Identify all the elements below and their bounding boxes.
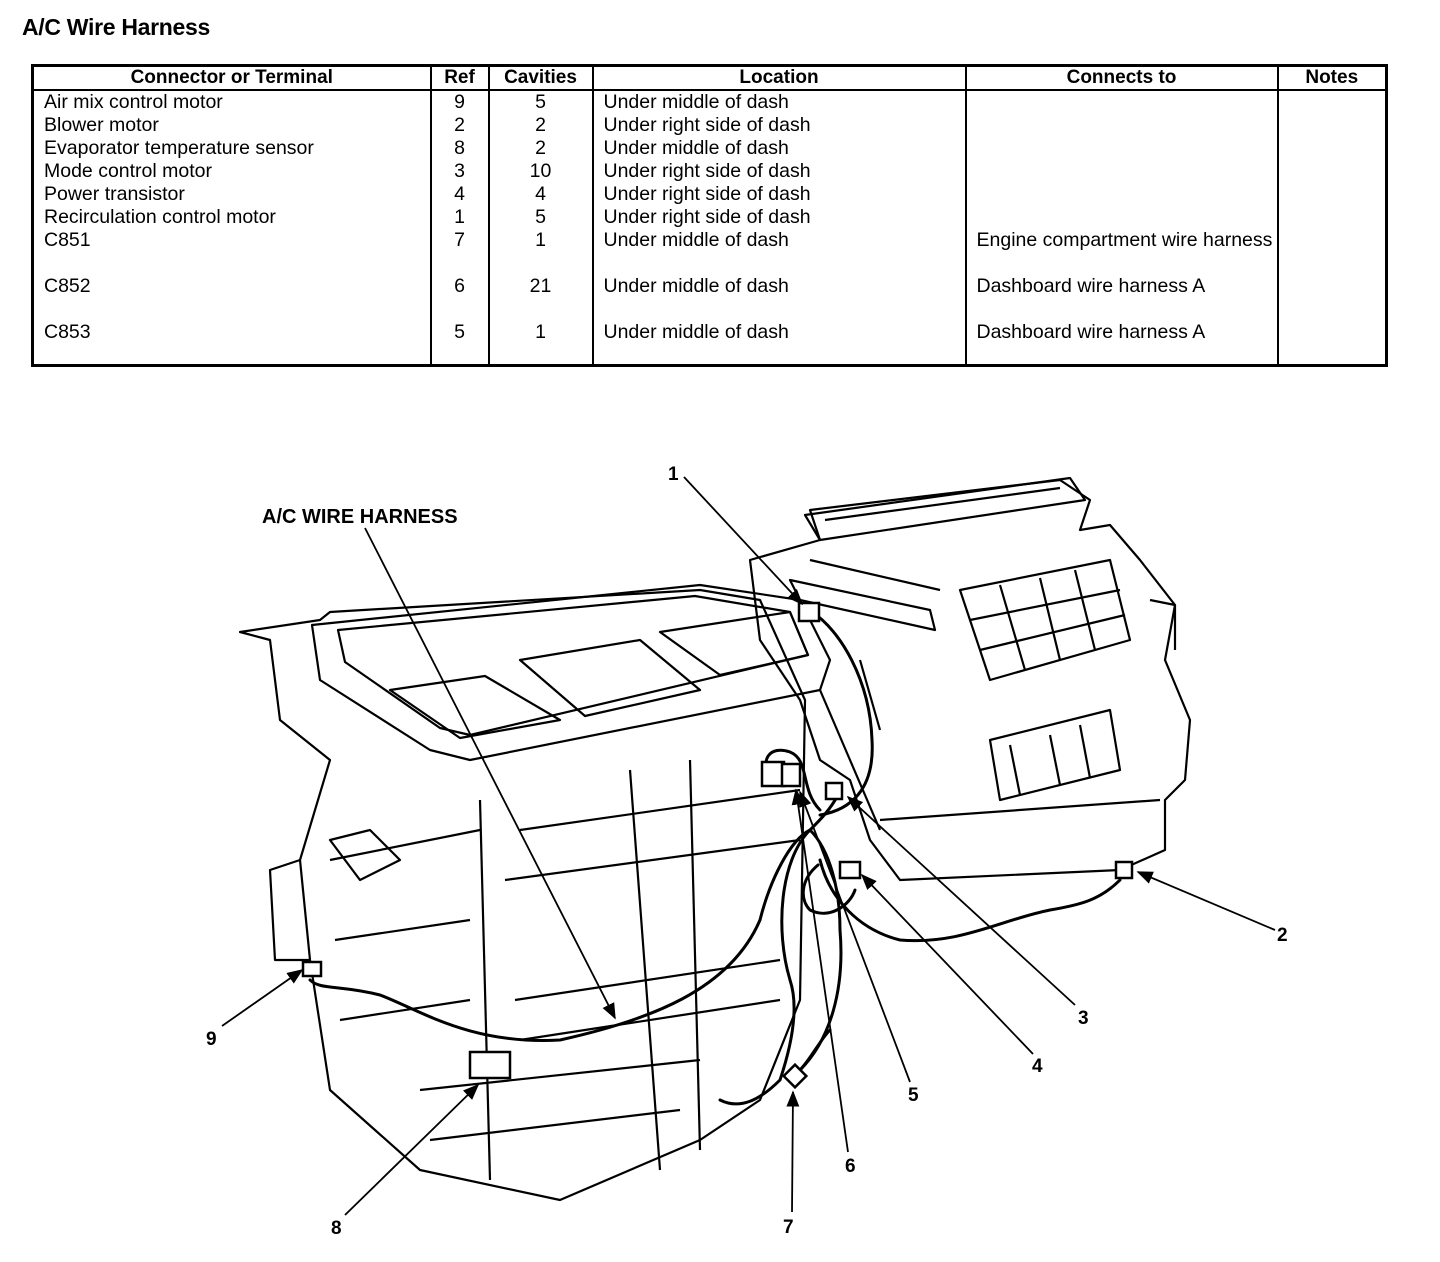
cell-connector: C852 — [31, 275, 432, 321]
cell-notes — [1276, 90, 1388, 114]
cell-location: Under right side of dash — [591, 114, 967, 137]
cell-cavities: 10 — [487, 160, 594, 183]
connector-1-icon — [797, 601, 821, 623]
cell-connects-to — [964, 160, 1279, 183]
table-row: Recirculation control motor 1 5 Under ri… — [31, 206, 1388, 229]
callout-4: 4 — [1032, 1056, 1043, 1077]
header-notes: Notes — [1276, 64, 1388, 91]
cell-connects-to — [964, 114, 1279, 137]
callout-2: 2 — [1277, 925, 1288, 946]
connector-7-icon — [781, 1062, 809, 1090]
cell-ref: 4 — [429, 183, 490, 206]
cell-location: Under right side of dash — [591, 183, 967, 206]
cell-connector: Air mix control motor — [31, 90, 432, 114]
cell-connects-to: Dashboard wire harness A — [964, 321, 1279, 366]
cell-notes — [1276, 321, 1388, 366]
cell-location: Under middle of dash — [591, 321, 967, 366]
table-row: Evaporator temperature sensor 8 2 Under … — [31, 137, 1388, 160]
cell-cavities: 21 — [487, 275, 594, 321]
cell-connector: C853 — [31, 321, 432, 366]
connector-4-icon — [838, 860, 862, 880]
cell-connector: Mode control motor — [31, 160, 432, 183]
wire-harness — [308, 610, 1122, 1106]
cell-connects-to: Engine compartment wire harness — [964, 229, 1279, 275]
connectors — [301, 601, 1134, 1090]
cell-connects-to: Dashboard wire harness A — [964, 275, 1279, 321]
table-row: C852 6 21 Under middle of dash Dashboard… — [31, 275, 1388, 321]
connector-5-icon — [760, 760, 786, 788]
header-connector: Connector or Terminal — [31, 64, 432, 91]
header-ref: Ref — [429, 64, 490, 91]
table-row: Blower motor 2 2 Under right side of das… — [31, 114, 1388, 137]
cell-ref: 5 — [429, 321, 490, 366]
cell-ref: 7 — [429, 229, 490, 275]
callout-6: 6 — [845, 1156, 856, 1177]
table-row: C853 5 1 Under middle of dash Dashboard … — [31, 321, 1388, 366]
cell-cavities: 1 — [487, 321, 594, 366]
cell-notes — [1276, 275, 1388, 321]
connector-8-icon — [468, 1050, 512, 1080]
table-row: C851 7 1 Under middle of dash Engine com… — [31, 229, 1388, 275]
cell-location: Under middle of dash — [591, 137, 967, 160]
cell-location: Under right side of dash — [591, 206, 967, 229]
cell-location: Under right side of dash — [591, 160, 967, 183]
cell-cavities: 5 — [487, 90, 594, 114]
cell-notes — [1276, 114, 1388, 137]
cell-connects-to — [964, 206, 1279, 229]
cell-location: Under middle of dash — [591, 229, 967, 275]
leader-lines — [221, 476, 1276, 1216]
callout-9: 9 — [206, 1029, 217, 1050]
cell-cavities: 1 — [487, 229, 594, 275]
callout-1: 1 — [668, 464, 679, 485]
callout-8: 8 — [331, 1218, 342, 1239]
cell-cavities: 4 — [487, 183, 594, 206]
cell-ref: 2 — [429, 114, 490, 137]
cell-ref: 9 — [429, 90, 490, 114]
header-connects-to: Connects to — [964, 64, 1279, 91]
harness-label: A/C WIRE HARNESS — [262, 506, 458, 528]
header-location: Location — [591, 64, 967, 91]
cell-notes — [1276, 183, 1388, 206]
table-header-row: Connector or Terminal Ref Cavities Locat… — [31, 64, 1388, 91]
cell-connector: Blower motor — [31, 114, 432, 137]
cell-location: Under middle of dash — [591, 275, 967, 321]
cell-location: Under middle of dash — [591, 90, 967, 114]
page-title: A/C Wire Harness — [22, 14, 211, 40]
header-cavities: Cavities — [487, 64, 594, 91]
cell-connects-to — [964, 137, 1279, 160]
connector-3-icon — [824, 781, 844, 801]
cell-notes — [1276, 137, 1388, 160]
cell-connector: C851 — [31, 229, 432, 275]
callout-3: 3 — [1078, 1008, 1089, 1029]
table-row: Power transistor 4 4 Under right side of… — [31, 183, 1388, 206]
cell-ref: 3 — [429, 160, 490, 183]
cell-ref: 1 — [429, 206, 490, 229]
cell-notes — [1276, 206, 1388, 229]
cell-connects-to — [964, 183, 1279, 206]
connector-9-icon — [301, 960, 323, 978]
cell-connector: Evaporator temperature sensor — [31, 137, 432, 160]
cell-ref: 6 — [429, 275, 490, 321]
cell-connects-to — [964, 90, 1279, 114]
callout-5: 5 — [908, 1085, 919, 1106]
cell-notes — [1276, 160, 1388, 183]
connector-2-icon — [1114, 860, 1134, 880]
cell-cavities: 2 — [487, 114, 594, 137]
hvac-unit-drawing — [238, 476, 1192, 1202]
connector-6-icon — [780, 762, 802, 788]
cell-cavities: 2 — [487, 137, 594, 160]
table-row: Mode control motor 3 10 Under right side… — [31, 160, 1388, 183]
cell-ref: 8 — [429, 137, 490, 160]
cell-connector: Power transistor — [31, 183, 432, 206]
table-row: Air mix control motor 9 5 Under middle o… — [31, 90, 1388, 114]
connector-table: Connector or Terminal Ref Cavities Locat… — [31, 64, 1388, 367]
callout-7: 7 — [783, 1217, 794, 1238]
cell-cavities: 5 — [487, 206, 594, 229]
cell-notes — [1276, 229, 1388, 275]
cell-connector: Recirculation control motor — [31, 206, 432, 229]
